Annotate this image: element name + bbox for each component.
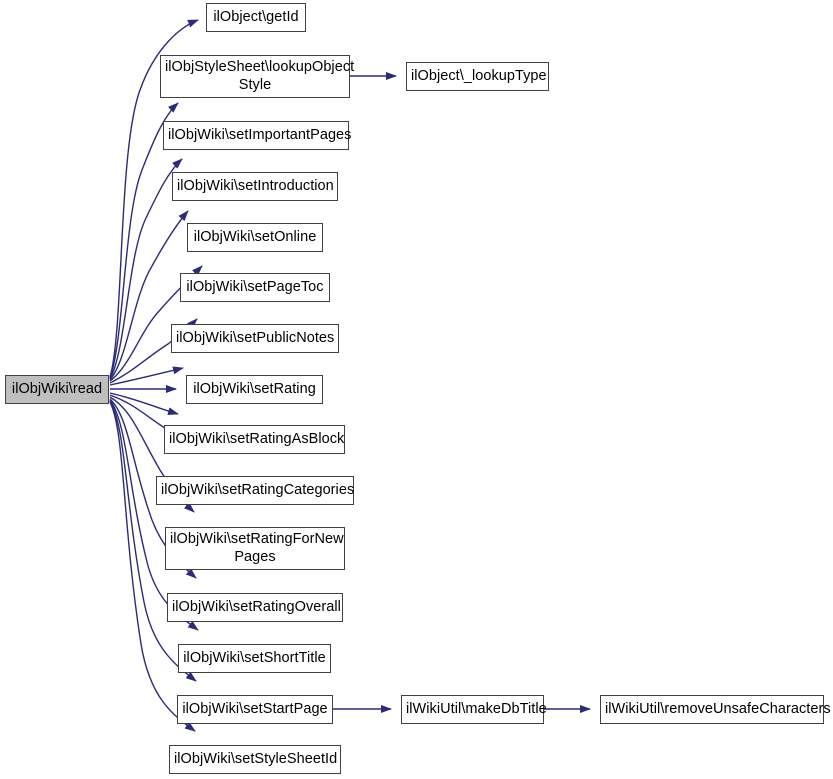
graph-node-label: ilObjWiki\setPageToc xyxy=(186,278,324,295)
graph-node-label: ilObjWiki\setImportantPages xyxy=(168,126,352,143)
graph-node-label: ilObject\getId xyxy=(213,8,299,25)
graph-node-removeUnsafeCharacters[interactable]: ilWikiUtil\removeUnsafeCharacters xyxy=(600,695,831,724)
graph-node-label: ilObjWiki\setRating xyxy=(193,380,316,397)
graph-node-label: ilObjWiki\read xyxy=(11,380,103,397)
graph-node-setRating[interactable]: ilObjWiki\setRating xyxy=(186,375,323,404)
graph-edge xyxy=(109,392,179,416)
graph-node-setOnline[interactable]: ilObjWiki\setOnline xyxy=(187,223,323,252)
graph-node-setRatingAsBlock[interactable]: ilObjWiki\setRatingAsBlock xyxy=(164,425,345,454)
graph-node-label: ilObjStyleSheet\lookupObject Style xyxy=(165,59,355,93)
graph-node-label: ilObjWiki\setRatingForNew Pages xyxy=(170,531,344,565)
graph-node-setIntroduction[interactable]: ilObjWiki\setIntroduction xyxy=(172,172,338,201)
graph-node-setRatingCategories[interactable]: ilObjWiki\setRatingCategories xyxy=(156,476,354,505)
graph-node-label: ilObjWiki\setRatingCategories xyxy=(161,481,355,498)
graph-node-setPublicNotes[interactable]: ilObjWiki\setPublicNotes xyxy=(171,324,339,353)
graph-node-label: ilObjWiki\setRatingAsBlock xyxy=(169,430,345,447)
graph-node-lookupObjectStyle[interactable]: ilObjStyleSheet\lookupObject Style xyxy=(160,55,355,98)
graph-node-getId[interactable]: ilObject\getId xyxy=(206,3,306,32)
graph-node-label: ilObjWiki\setStartPage xyxy=(182,700,328,717)
graph-node-label: ilWikiUtil\makeDbTitle xyxy=(406,700,547,717)
graph-node-label: ilObjWiki\setOnline xyxy=(193,228,317,245)
graph-node-read[interactable]: ilObjWiki\read xyxy=(5,375,109,404)
graph-node-label: ilObjWiki\setStyleSheetId xyxy=(174,750,338,767)
graph-node-makeDbTitle[interactable]: ilWikiUtil\makeDbTitle xyxy=(401,695,547,724)
graph-node-setShortTitle[interactable]: ilObjWiki\setShortTitle xyxy=(178,644,331,673)
graph-node-lookupType[interactable]: ilObject\_lookupType xyxy=(406,62,549,91)
graph-node-setStartPage[interactable]: ilObjWiki\setStartPage xyxy=(177,695,333,724)
graph-node-label: ilObjWiki\setIntroduction xyxy=(177,177,334,194)
graph-node-label: ilObjWiki\setShortTitle xyxy=(183,649,326,666)
graph-node-setPageToc[interactable]: ilObjWiki\setPageToc xyxy=(180,273,330,302)
graph-node-setRatingOverall[interactable]: ilObjWiki\setRatingOverall xyxy=(167,593,343,622)
graph-node-setStyleSheetId[interactable]: ilObjWiki\setStyleSheetId xyxy=(169,745,341,774)
graph-node-label: ilObjWiki\setRatingOverall xyxy=(172,598,341,615)
graph-node-label: ilObjWiki\setPublicNotes xyxy=(176,329,335,346)
graph-node-setImportantPages[interactable]: ilObjWiki\setImportantPages xyxy=(163,121,352,150)
graph-edge xyxy=(109,210,189,381)
graph-node-setRatingForNewPages[interactable]: ilObjWiki\setRatingForNew Pages xyxy=(165,527,345,570)
graph-node-label: ilObject\_lookupType xyxy=(411,67,547,84)
graph-edge xyxy=(109,366,184,386)
graph-node-label: ilWikiUtil\removeUnsafeCharacters xyxy=(605,700,831,717)
